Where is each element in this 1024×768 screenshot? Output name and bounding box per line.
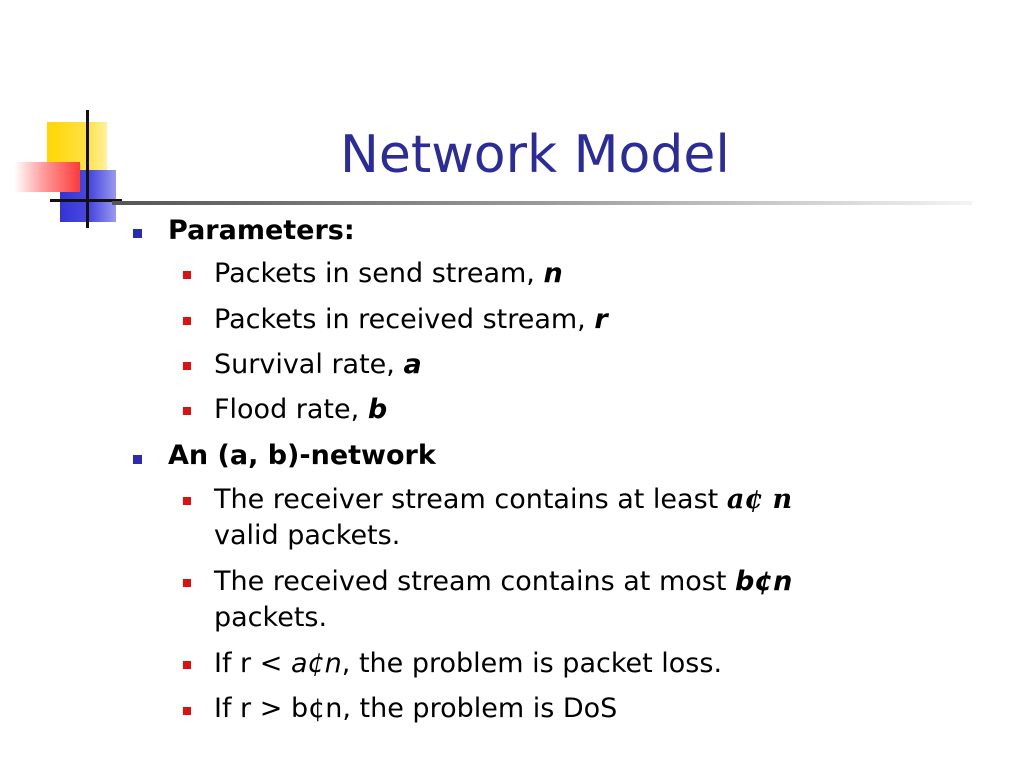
sub-bullet-received-stream: Packets in received stream, r — [214, 302, 608, 338]
bullet-marker-level2 — [183, 317, 191, 325]
sub-bullet-text: Flood rate, — [214, 394, 368, 425]
expression-a-n: a¢n — [290, 648, 342, 679]
bullet-marker-level1 — [133, 455, 142, 464]
sub-bullet-at-most-continued: packets. — [214, 602, 328, 633]
bullet-marker-level2 — [183, 661, 191, 669]
title-underline-rule — [112, 201, 972, 205]
expression-b-n: b¢n — [735, 566, 793, 597]
sub-bullet-at-least-continued: valid packets. — [214, 520, 401, 551]
bullet-marker-level1 — [133, 229, 142, 238]
sub-bullet-text: If r < — [214, 648, 291, 679]
sub-bullet-at-least: The receiver stream contains at least a¢… — [214, 482, 792, 518]
sub-bullet-packet-loss: If r < a¢n, the problem is packet loss. — [214, 646, 722, 682]
decor-vertical-line — [86, 110, 89, 228]
variable-n: n — [543, 258, 563, 289]
sub-bullet-text: , the problem is packet loss. — [341, 648, 723, 679]
decor-red-bar — [14, 162, 80, 192]
sub-bullet-dos: If r > b¢n, the problem is DoS — [214, 693, 618, 724]
bullet-marker-level2 — [183, 497, 191, 505]
sub-bullet-text: The receiver stream contains at least — [214, 484, 727, 515]
sub-bullet-text: Packets in send stream, — [214, 258, 544, 289]
sub-bullet-text: Packets in received stream, — [214, 304, 595, 335]
sub-bullet-text: Survival rate, — [214, 349, 404, 380]
sub-bullet-flood-rate: Flood rate, b — [214, 392, 387, 428]
bullet-marker-level2 — [183, 271, 191, 279]
bullet-marker-level2 — [183, 362, 191, 370]
expression-a-n: a¢ n — [726, 484, 793, 515]
bullet-parameters: Parameters: — [168, 215, 355, 246]
variable-b: b — [367, 394, 388, 425]
sub-bullet-send-stream: Packets in send stream, n — [214, 256, 563, 292]
variable-a: a — [403, 349, 422, 380]
bullet-marker-level2 — [183, 407, 191, 415]
sub-bullet-survival-rate: Survival rate, a — [214, 347, 422, 383]
slide-title: Network Model — [340, 125, 730, 185]
bullet-ab-network: An (a, b)-network — [168, 440, 436, 471]
bullet-marker-level2 — [183, 579, 191, 587]
variable-r: r — [594, 304, 608, 335]
bullet-marker-level2 — [183, 707, 191, 715]
sub-bullet-text: The received stream contains at most — [214, 566, 736, 597]
sub-bullet-at-most: The received stream contains at most b¢n — [214, 564, 792, 600]
decor-horizontal-line — [50, 199, 122, 202]
